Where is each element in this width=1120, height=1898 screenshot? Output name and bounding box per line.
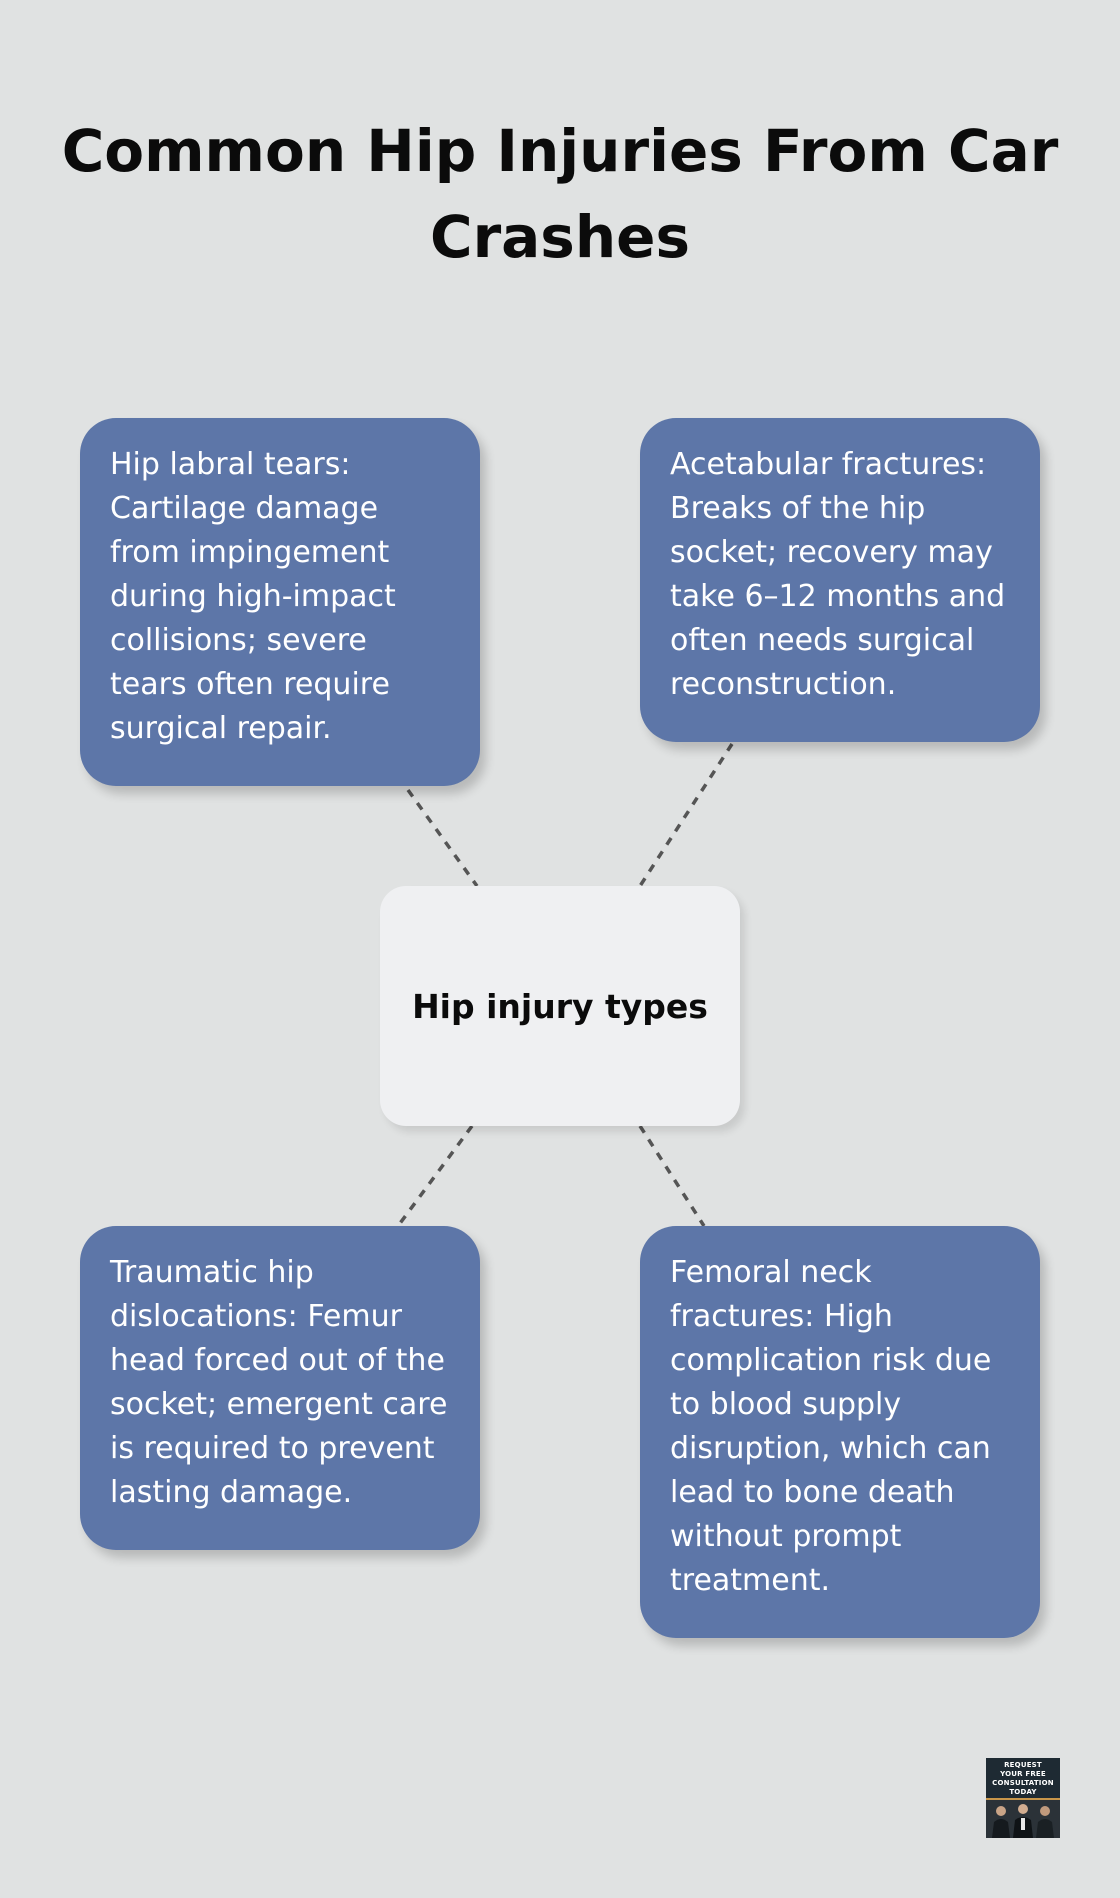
attorneys-photo-icon [986, 1800, 1060, 1838]
card-traumatic-hip-dislocations: Traumatic hip dislocations: Femur head f… [80, 1226, 480, 1550]
card-femoral-neck-fractures: Femoral neck fractures: High complicatio… [640, 1226, 1040, 1638]
connector-bottom-left [396, 1124, 474, 1228]
connector-top-right [638, 743, 734, 887]
card-text: Traumatic hip dislocations: Femur head f… [110, 1255, 448, 1510]
card-acetabular-fractures: Acetabular fractures: Breaks of the hip … [640, 418, 1040, 742]
page-title: Common Hip Injuries From Car Crashes [61, 117, 1059, 271]
cta-line: CONSULTATION [992, 1779, 1054, 1787]
consultation-cta-button[interactable]: REQUEST YOUR FREE CONSULTATION TODAY [986, 1758, 1060, 1838]
card-text: Acetabular fractures: Breaks of the hip … [670, 447, 1006, 702]
card-text: Femoral neck fractures: High complicatio… [670, 1255, 992, 1598]
card-text: Hip labral tears: Cartilage damage from … [110, 447, 396, 746]
connector-bottom-right [638, 1125, 706, 1227]
center-node-label: Hip injury types [412, 986, 708, 1026]
cta-line: YOUR FREE [1000, 1770, 1046, 1778]
cta-line: REQUEST [1004, 1761, 1042, 1769]
card-hip-labral-tears: Hip labral tears: Cartilage damage from … [80, 418, 480, 786]
connector-top-left [406, 788, 479, 888]
cta-text: REQUEST YOUR FREE CONSULTATION TODAY [986, 1761, 1060, 1797]
cta-stripe [986, 1798, 1060, 1800]
cta-line: TODAY [1009, 1788, 1037, 1796]
center-node: Hip injury types [380, 886, 740, 1126]
